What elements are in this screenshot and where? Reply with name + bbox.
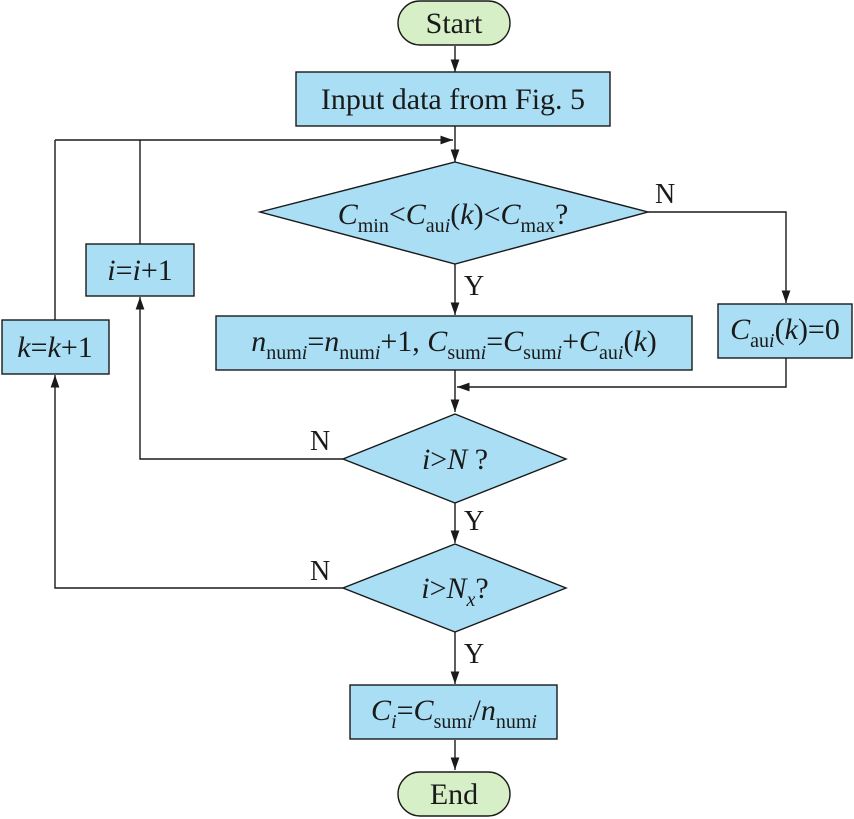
start-terminal [397,0,511,46]
i-gt-N-condition: i>N ? [422,443,488,476]
i-increment-box [85,243,195,297]
iN-yes-label: Y [464,506,484,537]
edge-reset-merge [457,358,787,392]
edge-iNx-no [50,375,343,589]
i-increment-label: i=i+1 [107,254,173,287]
iNx-no-label: N [310,556,330,587]
end-terminal [397,771,511,817]
reset-box [717,303,853,359]
k-increment-box [1,319,110,375]
i-gt-N-decision [341,413,568,504]
start-label: Start [426,7,483,40]
iN-no-label: N [310,426,330,457]
edge-iN-no [135,297,343,460]
range-no-label: N [655,179,675,210]
connectors [50,46,791,770]
i-gt-Nx-condition: i>Nx? [421,572,489,611]
range-check-decision [257,161,651,265]
accumulate-label: nnumi=nnumi+1, Csumi=Csumi+Caui(k) [251,325,657,364]
range-check-condition: Cmin<Caui(k)<Cmax? [338,198,569,237]
end-label: End [430,778,478,811]
k-increment-label: k=k+1 [17,331,93,364]
input-data-box [295,71,611,127]
edge-range-no [648,211,791,303]
result-box [349,684,558,740]
range-yes-label: Y [464,271,484,302]
reset-label: Caui(k)=0 [730,313,840,352]
result-label: Ci=Csumi/nnumi [371,694,537,733]
i-gt-Nx-decision [341,543,568,633]
iNx-yes-label: Y [464,639,484,670]
accumulate-box [215,315,693,371]
input-data-label: Input data from Fig. 5 [321,83,585,116]
